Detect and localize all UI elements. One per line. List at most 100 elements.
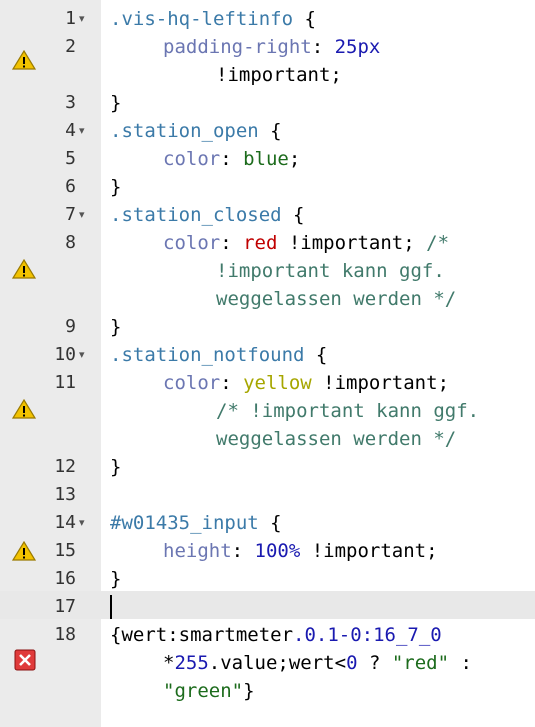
code-line-4[interactable]: .station_open {: [110, 117, 282, 145]
colon: :: [220, 372, 244, 394]
expression: .value;wert<: [208, 652, 347, 674]
fold-arrow-icon[interactable]: ▾: [79, 124, 85, 137]
css-number: 25px: [334, 36, 381, 58]
expression-number: 255: [174, 652, 209, 674]
code-line-7[interactable]: .station_closed {: [110, 201, 304, 229]
css-property: padding-right: [163, 36, 312, 58]
line-row-5: 5: [0, 145, 535, 173]
brace: {: [281, 204, 305, 226]
code-line-6[interactable]: }: [110, 173, 121, 201]
css-property: color: [163, 148, 221, 170]
brace: {: [304, 344, 328, 366]
css-number: 100%: [254, 540, 301, 562]
code-line-15[interactable]: height: 100% !important;: [163, 537, 438, 565]
line-number: 10: [54, 344, 76, 365]
warning-icon[interactable]: [12, 399, 36, 419]
code-line-8[interactable]: color: red !important; /*: [163, 229, 449, 257]
brace: }: [110, 568, 122, 590]
error-icon[interactable]: [14, 649, 36, 671]
code-line-1[interactable]: .vis-hq-leftinfo {: [110, 5, 316, 33]
css-selector: #w01435_input: [110, 512, 259, 534]
code-line-18[interactable]: {wert:smartmeter.0.1-0:16_7_0: [110, 621, 442, 649]
code-line-5[interactable]: color: blue;: [163, 145, 300, 173]
colon: :: [311, 36, 335, 58]
text-cursor: [110, 595, 112, 619]
line-number: 16: [54, 568, 76, 589]
string-literal: "green": [163, 680, 244, 702]
code-line-18-wrap-1[interactable]: *255.value;wert<0 ? "red" :: [163, 649, 472, 677]
line-row-9: 9: [0, 313, 535, 341]
css-property: height: [163, 540, 232, 562]
line-number: 8: [65, 232, 76, 253]
css-selector: .station_open: [110, 120, 259, 142]
operator: ?: [357, 652, 392, 674]
line-number: 7: [65, 204, 76, 225]
line-row-13: 13: [0, 481, 535, 509]
expression-number: 0: [346, 652, 358, 674]
css-value: yellow: [243, 372, 312, 394]
important-keyword: !important;: [277, 232, 427, 254]
line-number: 14: [54, 512, 76, 533]
css-property: color: [163, 232, 221, 254]
brace: {: [258, 512, 282, 534]
line-row-7: 7▾: [0, 201, 535, 229]
code-line-3[interactable]: }: [110, 89, 121, 117]
fold-arrow-icon[interactable]: ▾: [79, 208, 85, 221]
semicolon: ;: [288, 148, 301, 170]
css-selector: .station_closed: [110, 204, 282, 226]
line-number: 6: [65, 176, 76, 197]
code-line-9[interactable]: }: [110, 313, 121, 341]
line-row-14: 14▾: [0, 509, 535, 537]
line-number: 11: [54, 372, 76, 393]
code-line-10[interactable]: .station_notfound {: [110, 341, 327, 369]
important-keyword: !important;: [216, 64, 342, 86]
warning-icon[interactable]: [12, 259, 36, 279]
line-number: 2: [65, 36, 76, 57]
code-line-8-wrap-1[interactable]: !important kann ggf.: [216, 257, 445, 285]
line-number: 9: [65, 316, 76, 337]
css-property: color: [163, 372, 221, 394]
line-row-17: 17: [0, 593, 535, 621]
code-line-2[interactable]: padding-right: 25px: [163, 33, 380, 61]
line-number: 13: [54, 484, 76, 505]
line-number: 17: [54, 596, 76, 617]
important-keyword: !important;: [300, 540, 438, 562]
brace: {: [258, 120, 282, 142]
line-row-11: 11: [0, 369, 535, 397]
css-selector: .vis-hq-leftinfo: [110, 8, 294, 30]
code-line-18-wrap-2[interactable]: "green"}: [163, 677, 255, 705]
brace: }: [110, 456, 122, 478]
active-line-highlight: [0, 591, 535, 619]
line-number: 3: [65, 92, 76, 113]
code-line-14[interactable]: #w01435_input {: [110, 509, 282, 537]
code-line-11-wrap-1[interactable]: /* !important kann ggf.: [216, 397, 479, 425]
colon: :: [220, 148, 244, 170]
colon: :: [220, 232, 244, 254]
code-line-16[interactable]: }: [110, 565, 121, 593]
css-value: red: [243, 232, 278, 254]
warning-icon[interactable]: [12, 50, 36, 70]
line-row-1: 1▾: [0, 5, 535, 33]
line-row-10: 10▾: [0, 341, 535, 369]
line-row-16: 16: [0, 565, 535, 593]
comment: /* !important kann ggf.: [216, 400, 480, 422]
code-line-8-wrap-2[interactable]: weggelassen werden */: [216, 285, 456, 313]
line-row-2: 2: [0, 33, 535, 61]
code-line-2-wrap[interactable]: !important;: [216, 61, 342, 89]
line-row-4: 4▾: [0, 117, 535, 145]
code-line-12[interactable]: }: [110, 453, 121, 481]
line-row-18: 18: [0, 621, 535, 649]
important-keyword: !important;: [311, 372, 450, 394]
code-line-11-wrap-2[interactable]: weggelassen werden */: [216, 425, 456, 453]
code-line-11[interactable]: color: yellow !important;: [163, 369, 449, 397]
comment: weggelassen werden */: [216, 428, 457, 450]
line-row-8: 8: [0, 229, 535, 257]
comment: !important kann ggf.: [216, 260, 445, 282]
fold-arrow-icon[interactable]: ▾: [79, 516, 85, 529]
fold-arrow-icon[interactable]: ▾: [79, 348, 85, 361]
operator: :: [449, 652, 472, 674]
line-number: 18: [54, 624, 76, 645]
fold-arrow-icon[interactable]: ▾: [79, 12, 85, 25]
warning-icon[interactable]: [12, 541, 36, 561]
